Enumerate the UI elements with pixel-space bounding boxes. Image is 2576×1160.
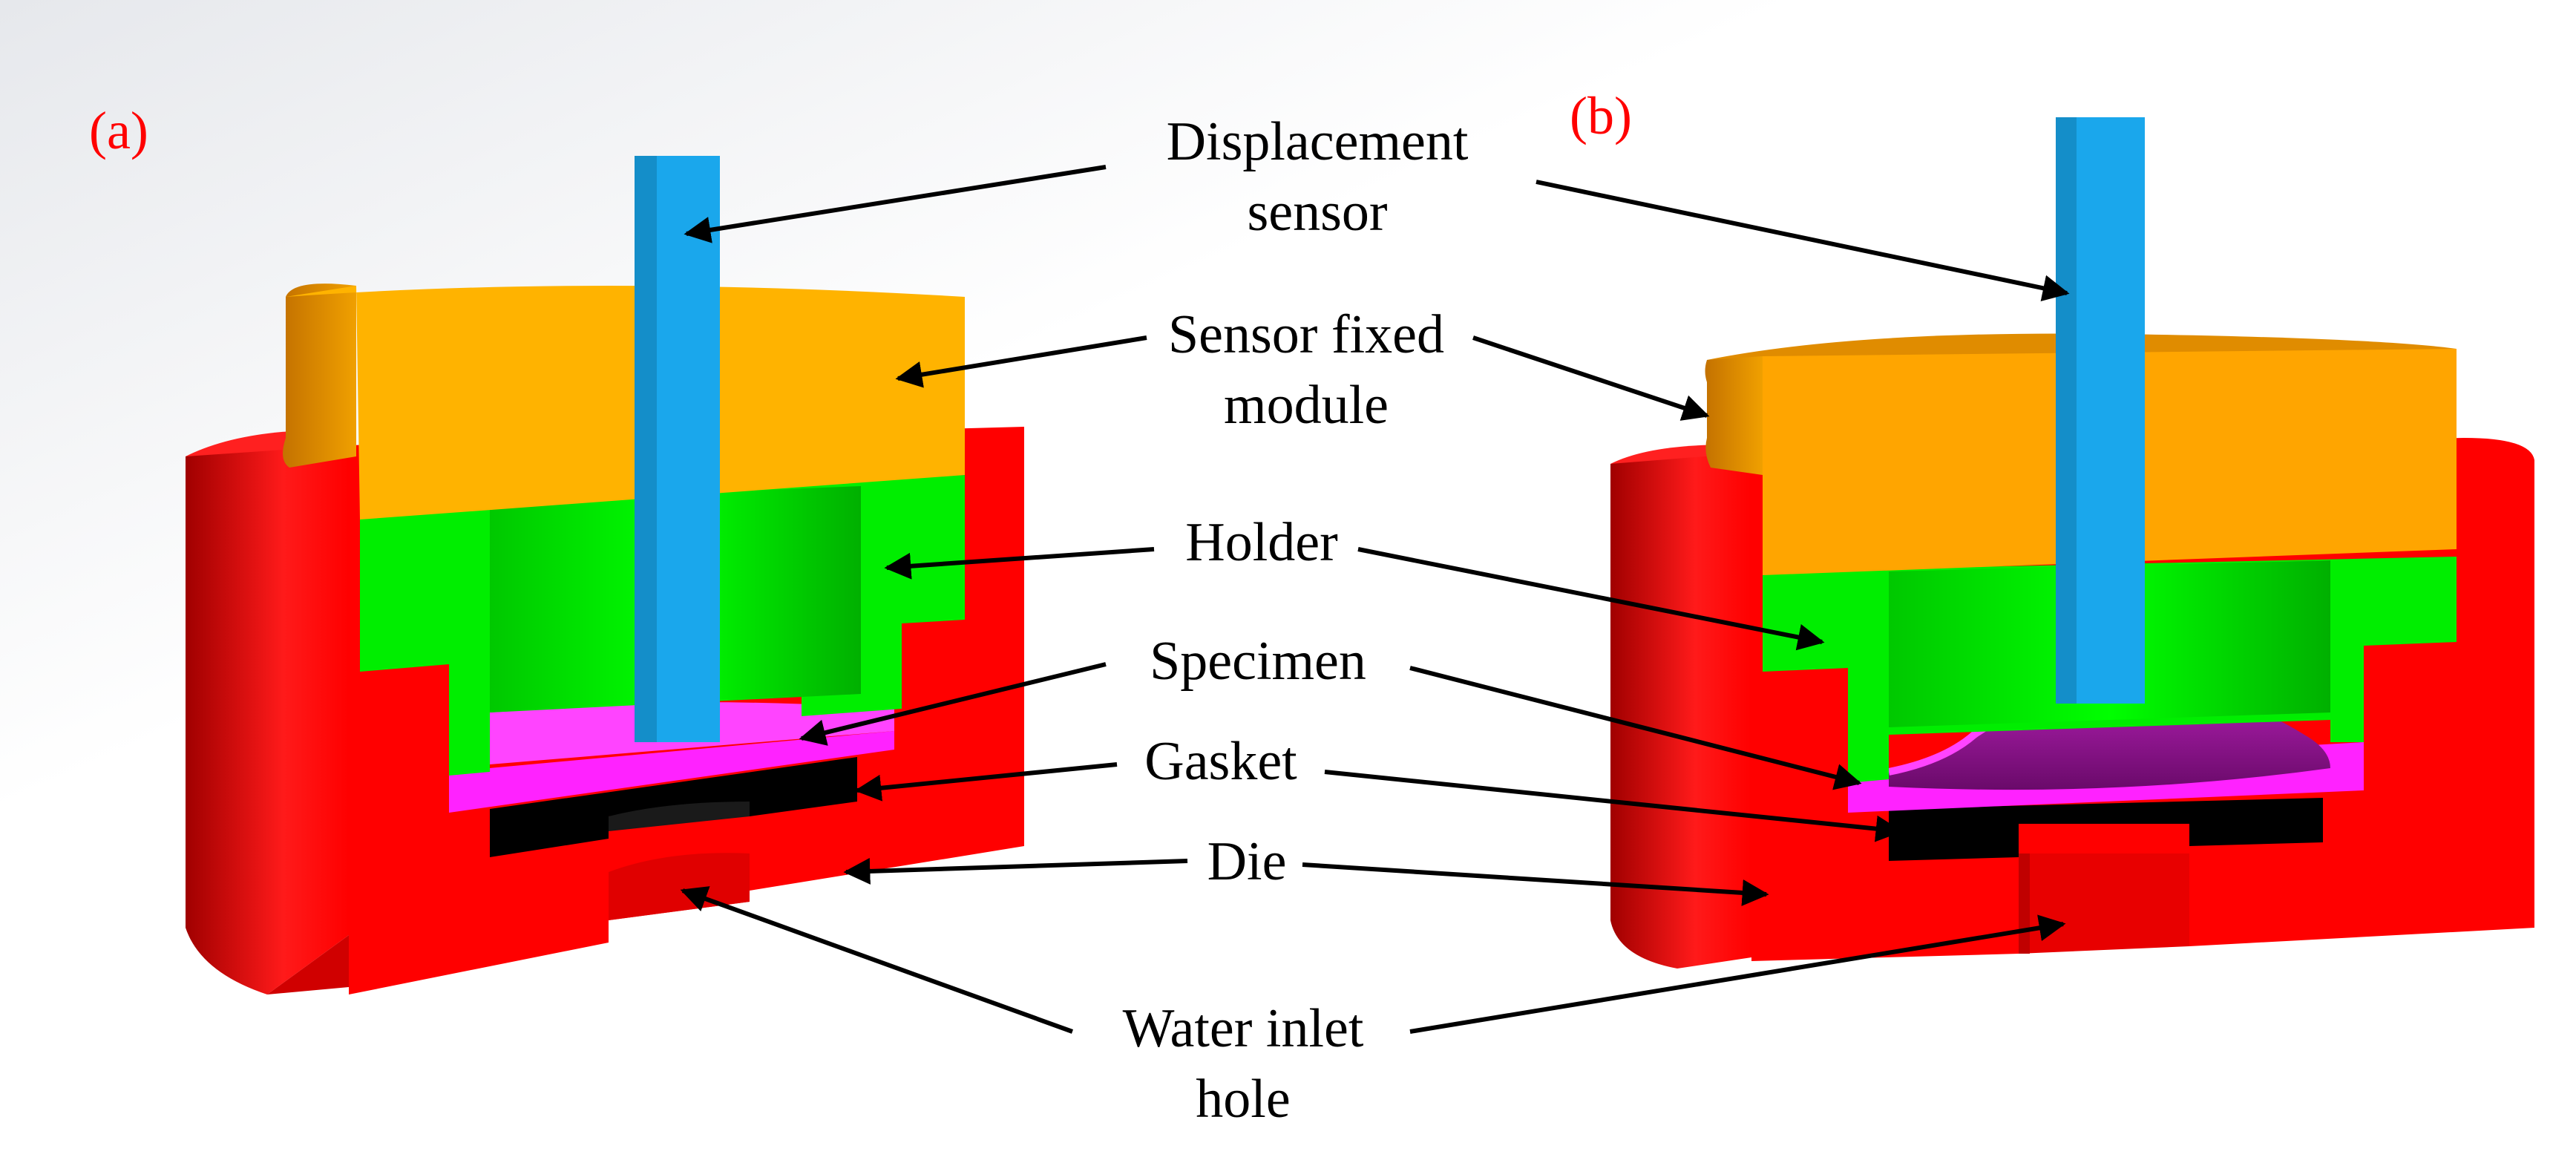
component-labels: Displacement sensor Sensor fixed module … [1123, 111, 1469, 1130]
panel-label-b: (b) [1570, 86, 1632, 145]
arrow-gasket-a [854, 762, 1118, 802]
arrow-die-a [843, 857, 1188, 885]
sensor-fixed-module-a [283, 284, 965, 520]
label-gasket: Gasket [1144, 731, 1297, 792]
leader-arrows [680, 165, 2070, 1034]
label-displacement-sensor-line1: Displacement [1167, 111, 1469, 172]
panel-b-apparatus [1610, 117, 2534, 969]
label-sensor-fixed-module-line2: module [1224, 375, 1389, 436]
label-water-inlet-hole-line1: Water inlet [1123, 998, 1364, 1059]
arrow-holder-a [884, 547, 1155, 580]
arrow-water-inlet-hole-b [1409, 914, 2066, 1034]
arrow-specimen-b [1409, 666, 1862, 790]
arrow-water-inlet-hole-a [680, 886, 1074, 1034]
arrow-gasket-b [1324, 770, 1903, 842]
label-displacement-sensor-line2: sensor [1247, 182, 1387, 243]
gasket-b [1889, 798, 2323, 861]
label-water-inlet-hole-line2: hole [1196, 1069, 1290, 1130]
arrow-holder-b [1357, 547, 1825, 651]
label-sensor-fixed-module-line1: Sensor fixed [1168, 304, 1444, 365]
label-die: Die [1207, 831, 1287, 892]
displacement-sensor-b [2056, 117, 2145, 704]
arrow-die-b [1302, 862, 1769, 906]
arrow-sensor-fixed-module-b [1472, 335, 1710, 421]
arrow-displacement-sensor-a [684, 165, 1107, 243]
arrow-sensor-fixed-module-a [895, 335, 1147, 388]
label-specimen: Specimen [1150, 631, 1366, 692]
panel-labels: (a) (b) [89, 86, 1632, 160]
arrow-displacement-sensor-b [1536, 180, 2070, 301]
panel-a-apparatus [186, 156, 1024, 994]
panel-label-a: (a) [89, 101, 148, 160]
label-holder: Holder [1185, 512, 1338, 573]
arrow-specimen-a [799, 662, 1107, 746]
displacement-sensor-a [635, 156, 720, 742]
gasket-a [490, 757, 857, 857]
